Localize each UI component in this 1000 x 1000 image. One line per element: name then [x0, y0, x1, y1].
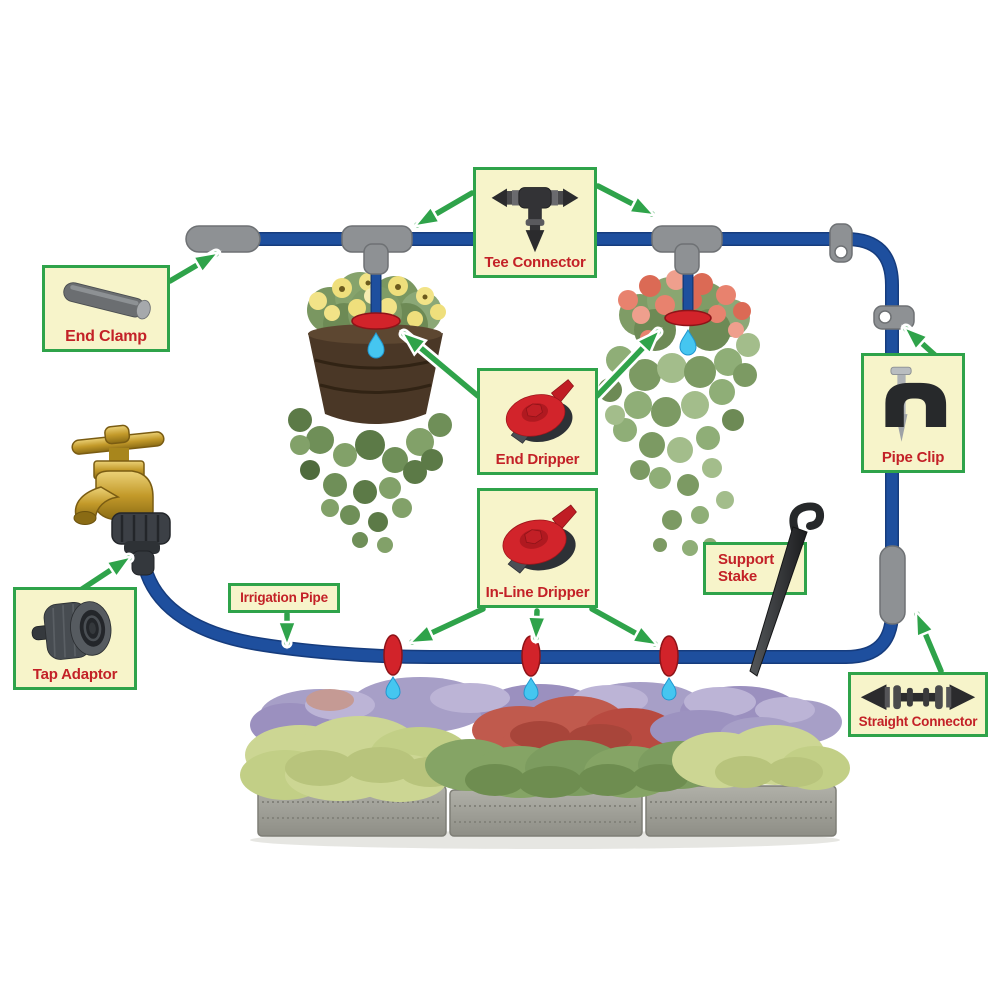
water-drop-basket-left [367, 331, 385, 359]
end-dripper-left-installed [351, 312, 401, 330]
tee-connector-label-box: Tee Connector [473, 167, 597, 278]
arrow-end-dripper-right [594, 327, 663, 399]
end-dripper-icon [505, 379, 575, 444]
pipe-clip-icon [885, 366, 947, 442]
in-line-dripper-label-box: In-Line Dripper [477, 488, 598, 608]
water-drop-bed-1 [385, 675, 401, 700]
tap-adaptor-icon [31, 601, 112, 660]
straight-connector-fitting [879, 545, 906, 625]
tap-adaptor-fitting [111, 512, 171, 576]
end-dripper-label-box: End Dripper [477, 368, 598, 475]
arrow-straight-connector [914, 607, 944, 674]
straight-connector-label-box: Straight Connector [848, 672, 988, 737]
tee-connector-icon [491, 187, 579, 253]
arrow-tee-left [411, 190, 475, 229]
water-drop-bed-2 [523, 676, 539, 701]
end-clamp-icon [63, 282, 151, 320]
arrow-end-clamp [167, 250, 222, 284]
end-clamp-label: End Clamp [65, 327, 147, 345]
in-line-dripper-1 [383, 634, 403, 676]
arrow-end-dripper-left [398, 329, 481, 399]
water-drop-basket-right [679, 328, 697, 356]
in-line-dripper-3 [659, 635, 679, 677]
irrigation-pipe-label: Irrigation Pipe [240, 589, 328, 605]
flower-bed [240, 677, 850, 849]
tee-connector-label: Tee Connector [484, 253, 586, 271]
end-clamp-label-box: End Clamp [42, 265, 170, 352]
straight-connector-icon [860, 684, 976, 711]
support-stake-label-box: Support Stake [703, 542, 807, 595]
arrow-tap-adaptor [76, 554, 135, 594]
pipe-clip-fitting-top [829, 223, 853, 263]
pipe-clip-label: Pipe Clip [881, 448, 945, 466]
end-dripper-right-installed [664, 309, 712, 327]
end-clamp-fitting [185, 225, 261, 253]
support-stake-label: Support Stake [718, 551, 775, 585]
garden-tap [71, 424, 171, 576]
in-line-dripper-icon [502, 504, 577, 574]
arrow-inline-dripper-3 [589, 606, 661, 648]
tee-fitting-left [341, 225, 413, 275]
arrow-inline-dripper-2 [526, 608, 548, 645]
arrow-pipe-clip [901, 324, 939, 359]
water-drop-bed-3 [661, 676, 677, 701]
callout-arrows [73, 180, 947, 677]
in-line-dripper-label: In-Line Dripper [485, 583, 590, 601]
arrow-tee-right [595, 183, 658, 218]
straight-connector-label: Straight Connector [858, 714, 978, 730]
arrow-inline-dripper-1 [406, 606, 486, 645]
tap-adaptor-label: Tap Adaptor [32, 665, 118, 683]
pipe-clip-fitting-side [873, 305, 915, 330]
tee-fitting-right [651, 225, 723, 275]
tap-adaptor-label-box: Tap Adaptor [13, 587, 137, 690]
irrigation-pipe-label-box: Irrigation Pipe [228, 583, 340, 613]
pipe-clip-label-box: Pipe Clip [861, 353, 965, 473]
end-dripper-label: End Dripper [495, 450, 580, 468]
